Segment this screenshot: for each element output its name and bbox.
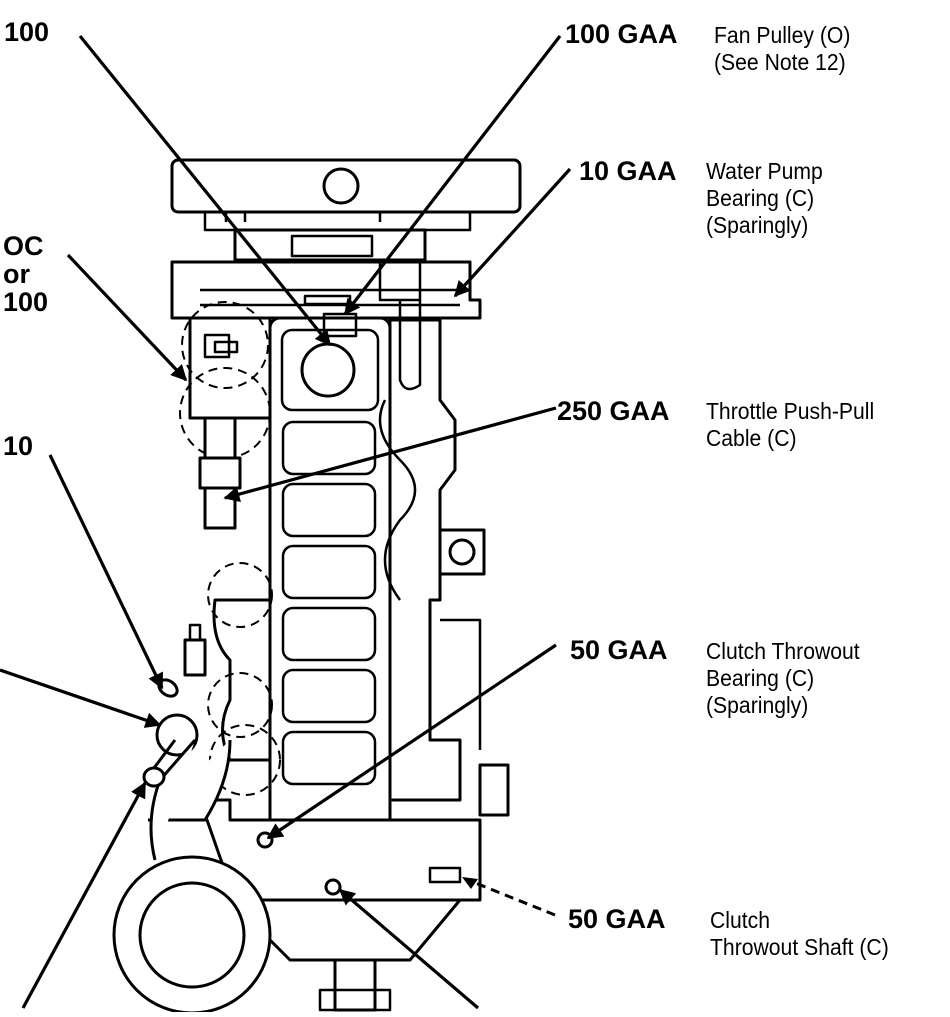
fan-pulley-line2: (See Note 12)	[714, 49, 846, 75]
fan-pulley-desc: Fan Pulley (O) (See Note 12)	[714, 22, 850, 76]
water-pump-line2: Bearing (C)	[706, 185, 815, 211]
throttle-code: 250 GAA	[557, 396, 670, 426]
clutch-bearing-line1: Clutch Throwout	[706, 638, 860, 664]
clutch-shaft-line1: Clutch	[710, 907, 770, 933]
clutch-bearing-line2: Bearing (C)	[706, 665, 815, 691]
fan-pulley-code: 100 GAA	[565, 19, 678, 49]
manifold	[378, 300, 486, 802]
leader-lines	[0, 34, 572, 1010]
callout-oc-line3: 100	[3, 287, 49, 317]
water-pump-area	[170, 260, 482, 320]
callout-oc-or-100: OC or 100	[3, 232, 48, 316]
water-pump-code: 10 GAA	[579, 156, 677, 186]
clutch-shaft-desc: Clutch Throwout Shaft (C)	[710, 907, 889, 961]
callout-10-left: 10	[3, 431, 34, 461]
fan-pulley-line1: Fan Pulley (O)	[714, 22, 851, 48]
clutch-shaft-line2: Throwout Shaft (C)	[710, 934, 889, 960]
clutch-bearing-code: 50 GAA	[570, 635, 668, 665]
callout-oc-line2: or	[3, 259, 30, 289]
left-accessories	[179, 301, 272, 530]
engine-block	[268, 312, 392, 840]
clutch-bearing-desc: Clutch Throwout Bearing (C) (Sparingly)	[706, 638, 860, 719]
clutch-shaft-code: 50 GAA	[568, 904, 666, 934]
callout-oc-line1: OC	[3, 231, 44, 261]
clutch-bearing-line3: (Sparingly)	[706, 692, 809, 718]
intake-tubes	[155, 562, 281, 796]
water-pump-desc: Water Pump Bearing (C) (Sparingly)	[706, 158, 823, 239]
flywheel	[112, 739, 272, 1015]
throttle-desc: Throttle Push-Pull Cable (C)	[706, 398, 874, 452]
fan-assembly	[170, 158, 522, 262]
water-pump-line3: (Sparingly)	[706, 212, 809, 238]
throttle-line2: Cable (C)	[706, 425, 797, 451]
water-pump-line1: Water Pump	[706, 158, 823, 184]
callout-100-top-left: 100	[4, 17, 50, 47]
throttle-line1: Throttle Push-Pull	[706, 398, 875, 424]
